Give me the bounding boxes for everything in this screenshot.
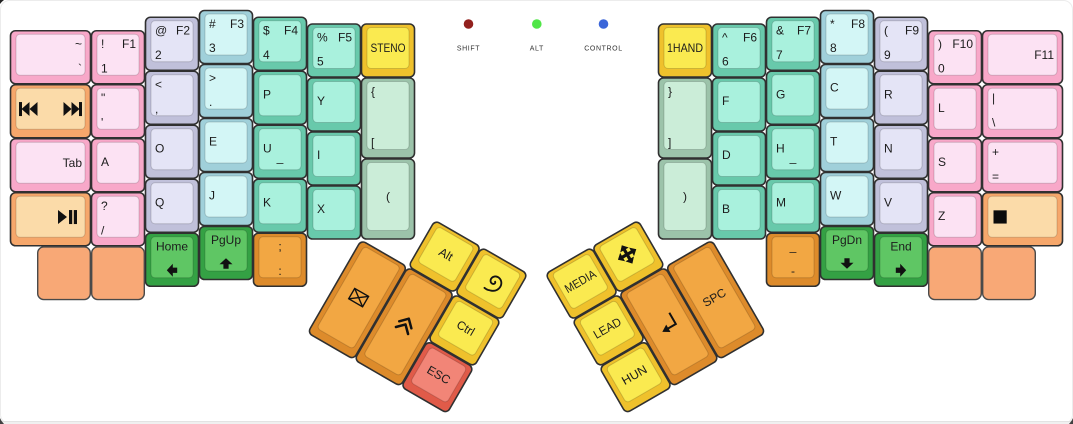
- svg-text:;: ;: [278, 240, 281, 254]
- svg-text:^: ^: [722, 30, 728, 44]
- svg-text:9: 9: [884, 48, 891, 62]
- svg-text:0: 0: [938, 61, 945, 75]
- svg-text:SHIFT: SHIFT: [457, 46, 480, 53]
- svg-text:7: 7: [776, 48, 783, 62]
- svg-text:[: [: [371, 136, 375, 150]
- svg-text:`: `: [78, 61, 82, 75]
- svg-text:S: S: [938, 155, 946, 169]
- svg-text:/: /: [101, 223, 105, 237]
- svg-text:PgDn: PgDn: [832, 233, 862, 247]
- svg-text:): ): [683, 190, 687, 204]
- svg-text:Home: Home: [156, 240, 188, 254]
- svg-text:F9: F9: [905, 24, 919, 38]
- svg-text:-: -: [791, 264, 795, 278]
- svg-text:N: N: [884, 141, 893, 155]
- svg-text:B: B: [722, 202, 730, 216]
- svg-text:8: 8: [830, 41, 837, 55]
- svg-text:CONTROL: CONTROL: [584, 46, 622, 53]
- svg-text:F8: F8: [851, 17, 865, 31]
- svg-text:_: _: [276, 150, 284, 164]
- svg-text:H: H: [776, 141, 785, 155]
- svg-text:{: {: [371, 84, 375, 98]
- svg-text:F6: F6: [743, 30, 757, 44]
- svg-text:J: J: [209, 189, 215, 203]
- svg-text:PgUp: PgUp: [211, 233, 241, 247]
- svg-text:2: 2: [155, 48, 162, 62]
- svg-text:?: ?: [101, 199, 108, 213]
- svg-text:E: E: [209, 135, 217, 149]
- svg-text:=: =: [992, 169, 999, 183]
- svg-text:}: }: [668, 84, 672, 98]
- svg-text:F7: F7: [797, 24, 811, 38]
- svg-text:U: U: [263, 141, 272, 155]
- svg-text:M: M: [776, 195, 786, 209]
- svg-text:F2: F2: [176, 24, 190, 38]
- svg-text:3: 3: [209, 41, 216, 55]
- svg-text:Q: Q: [155, 195, 164, 209]
- svg-text:1: 1: [101, 61, 108, 75]
- svg-text:~: ~: [75, 37, 82, 51]
- svg-text:F: F: [722, 94, 729, 108]
- svg-text:5: 5: [317, 55, 324, 69]
- svg-text:6: 6: [722, 55, 729, 69]
- svg-text:&: &: [776, 24, 784, 38]
- svg-text:STENO: STENO: [371, 41, 406, 55]
- svg-text:I: I: [317, 148, 320, 162]
- svg-text:#: #: [209, 17, 216, 31]
- svg-text:F5: F5: [338, 30, 352, 44]
- svg-text:.: .: [209, 95, 212, 109]
- svg-text:): ): [938, 37, 942, 51]
- svg-text:L: L: [938, 101, 945, 115]
- svg-text:>: >: [209, 71, 216, 85]
- svg-text:4: 4: [263, 48, 270, 62]
- svg-text:1HAND: 1HAND: [667, 41, 703, 55]
- svg-text:(: (: [884, 24, 888, 38]
- svg-text:R: R: [884, 87, 893, 101]
- svg-text:!: !: [101, 37, 104, 51]
- svg-text:O: O: [155, 141, 164, 155]
- svg-text:ALT: ALT: [530, 46, 544, 53]
- svg-text:%: %: [317, 30, 328, 44]
- svg-text:_: _: [789, 150, 797, 164]
- svg-text:D: D: [722, 148, 731, 162]
- svg-text:X: X: [317, 202, 325, 216]
- svg-text:V: V: [884, 195, 892, 209]
- svg-text:+: +: [992, 145, 999, 159]
- svg-text:F10: F10: [952, 37, 973, 51]
- svg-text:<: <: [155, 78, 162, 92]
- svg-text:Y: Y: [317, 94, 325, 108]
- svg-text:\: \: [992, 115, 996, 129]
- svg-text:@: @: [155, 24, 167, 38]
- svg-text:$: $: [263, 24, 270, 38]
- svg-text:(: (: [386, 190, 390, 204]
- svg-text:G: G: [776, 87, 785, 101]
- svg-text:C: C: [830, 81, 839, 95]
- svg-text:T: T: [830, 135, 838, 149]
- svg-text:*: *: [830, 17, 835, 31]
- svg-text:Z: Z: [938, 209, 945, 223]
- svg-text:A: A: [101, 155, 109, 169]
- svg-text:]: ]: [668, 136, 671, 150]
- svg-text:K: K: [263, 195, 271, 209]
- svg-text:P: P: [263, 87, 271, 101]
- svg-text:F4: F4: [284, 24, 298, 38]
- svg-text::: :: [278, 264, 281, 278]
- svg-text:F11: F11: [1034, 48, 1054, 62]
- svg-text:,: ,: [155, 102, 158, 116]
- svg-text:": ": [101, 91, 105, 105]
- svg-text:_: _: [789, 240, 797, 254]
- svg-text:F1: F1: [122, 37, 136, 51]
- svg-text:End: End: [890, 240, 911, 254]
- svg-text:': ': [101, 115, 103, 129]
- svg-text:F3: F3: [230, 17, 244, 31]
- svg-text:|: |: [992, 91, 995, 105]
- svg-text:Tab: Tab: [63, 156, 83, 170]
- svg-text:W: W: [830, 189, 842, 203]
